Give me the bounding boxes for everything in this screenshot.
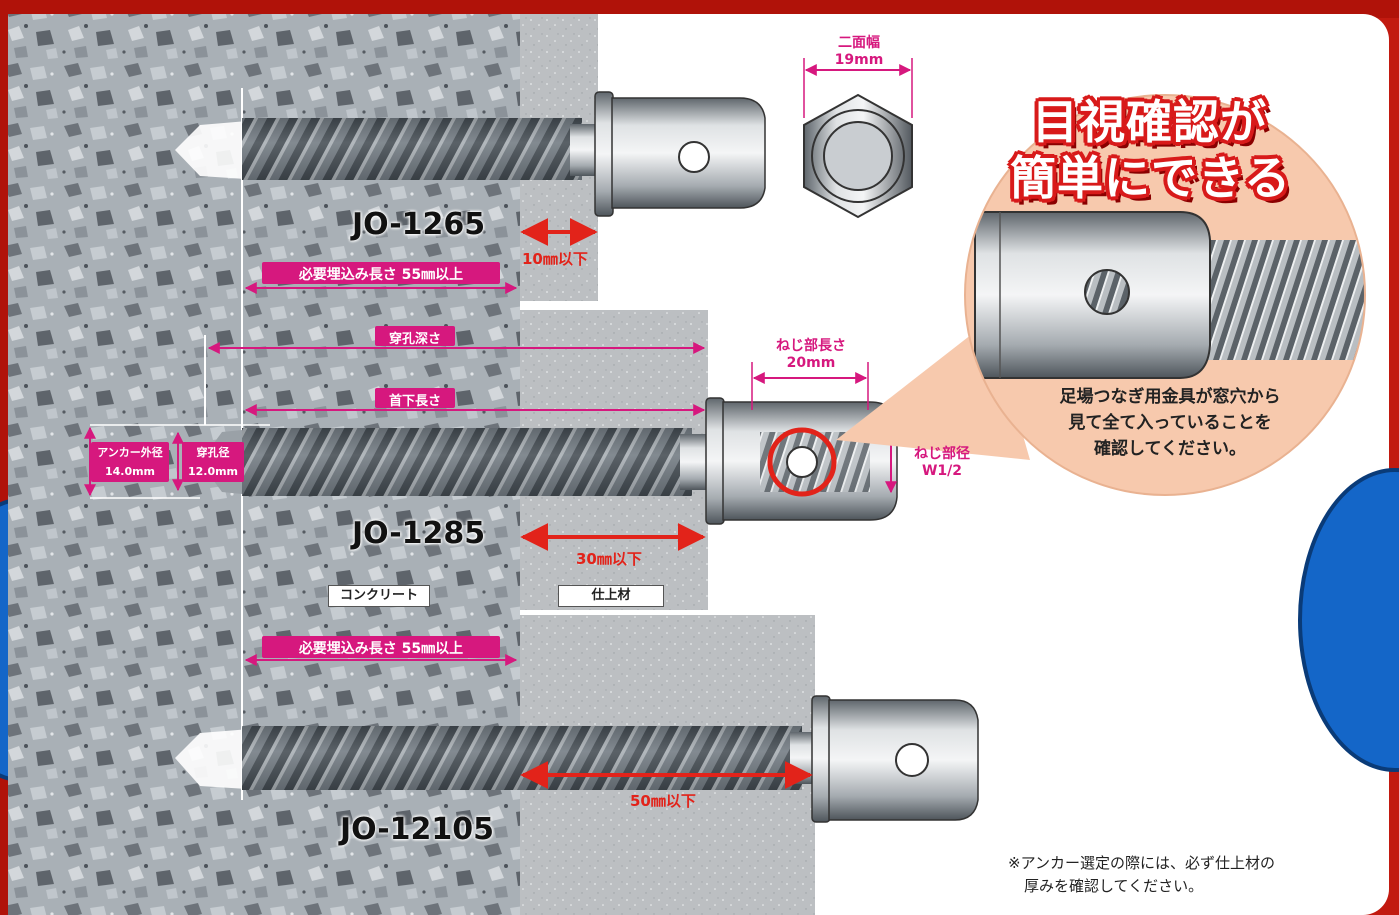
finish-label: 仕上材 [558, 585, 664, 607]
hex-nut-top-view [803, 58, 913, 219]
window-hole-1 [678, 141, 710, 173]
hole-depth-label-bg [375, 326, 455, 346]
finish-limit-3: 50㎜以下 [630, 792, 696, 810]
thread-length-value: 20mm [786, 355, 836, 371]
model-label-2: JO-1285 [352, 516, 486, 551]
hole-diameter-bg [182, 442, 244, 482]
hole-depth-label: 穿孔深さ [388, 332, 441, 347]
embed-label-bg-top [262, 262, 500, 284]
anchor-jo-1265 [175, 91, 766, 217]
concrete-label: コンクリート [328, 585, 430, 607]
model-label-1: JO-1265 [352, 207, 486, 242]
flange-2 [705, 397, 725, 525]
thread-diameter-title: ねじ部径 [914, 446, 970, 462]
embed-label-bg-bottom [262, 636, 500, 658]
footnote-line-2: 厚みを確認してください。 [1024, 877, 1204, 895]
badge-line-2: 簡単にできる [1010, 151, 1292, 205]
across-flats-label: 二面幅 19mm [818, 35, 900, 69]
screw-shade-2 [242, 428, 692, 496]
window-hole-2 [786, 446, 818, 478]
thread-diameter-value: W1/2 [921, 463, 963, 479]
hole-diameter-value: 12.0mm [187, 465, 239, 478]
window-hole-3 [895, 743, 929, 777]
screw-shade-3 [242, 726, 802, 790]
anchor-diameter-value: 14.0mm [104, 465, 156, 478]
right-blue-decoration [1298, 468, 1399, 772]
zoom-caption: 足場つなぎ用金具が窓穴から 見て全て入っていることを 確認してください。 [1010, 384, 1330, 462]
embed-length-label-bottom: 必要埋込み長さ 55㎜以上 [298, 641, 464, 657]
hole-diameter-title: 穿孔径 [196, 446, 230, 459]
finish-limit-1: 10㎜以下 [522, 250, 588, 268]
flange-1 [594, 91, 614, 217]
model-label-3: JO-12105 [340, 812, 495, 847]
thread-length-text: ねじ部長さ 20mm [750, 338, 872, 372]
zoom-caption-line-3: 確認してください。 [1094, 439, 1246, 459]
anchor-diameter-title: アンカー外径 [97, 446, 163, 459]
footnote: ※アンカー選定の際には、必ず仕上材の 厚みを確認してください。 [1008, 852, 1368, 898]
drill-tip-1 [175, 120, 260, 180]
neck-2 [680, 434, 710, 490]
thread-diameter-text: ねじ部径 W1/2 [902, 446, 982, 480]
zoom-caption-line-2: 見て全て入っていることを [1068, 413, 1272, 433]
flange-3 [811, 695, 831, 823]
across-flats-value: 19mm [834, 52, 884, 68]
under-head-label-bg [375, 388, 455, 408]
badge-line-1: 目視確認が [1032, 95, 1267, 149]
zoom-thread [1190, 240, 1365, 360]
screw-shade-1 [242, 118, 582, 180]
footnote-line-1: ※アンカー選定の際には、必ず仕上材の [1008, 854, 1275, 872]
across-flats-title: 二面幅 [838, 35, 880, 51]
anchor-diameter-text: アンカー外径 14.0mm [91, 443, 169, 481]
zoom-caption-line-1: 足場つなぎ用金具が窓穴から [1059, 387, 1281, 407]
under-head-label: 首下長さ [388, 394, 441, 409]
drill-tip-3 [175, 728, 262, 790]
embed-length-label-top: 必要埋込み長さ 55㎜以上 [298, 267, 464, 283]
zoom-detail [974, 211, 1365, 379]
anchor-diameter-bg [91, 442, 169, 482]
hole-diameter-text: 穿孔径 12.0mm [182, 443, 244, 481]
thread-length-title: ねじ部長さ [776, 338, 846, 354]
finish-limit-2: 30㎜以下 [576, 550, 642, 568]
zoom-window [1084, 269, 1130, 315]
highlight-circle [767, 427, 837, 497]
anchor-jo-1285 [200, 397, 898, 525]
